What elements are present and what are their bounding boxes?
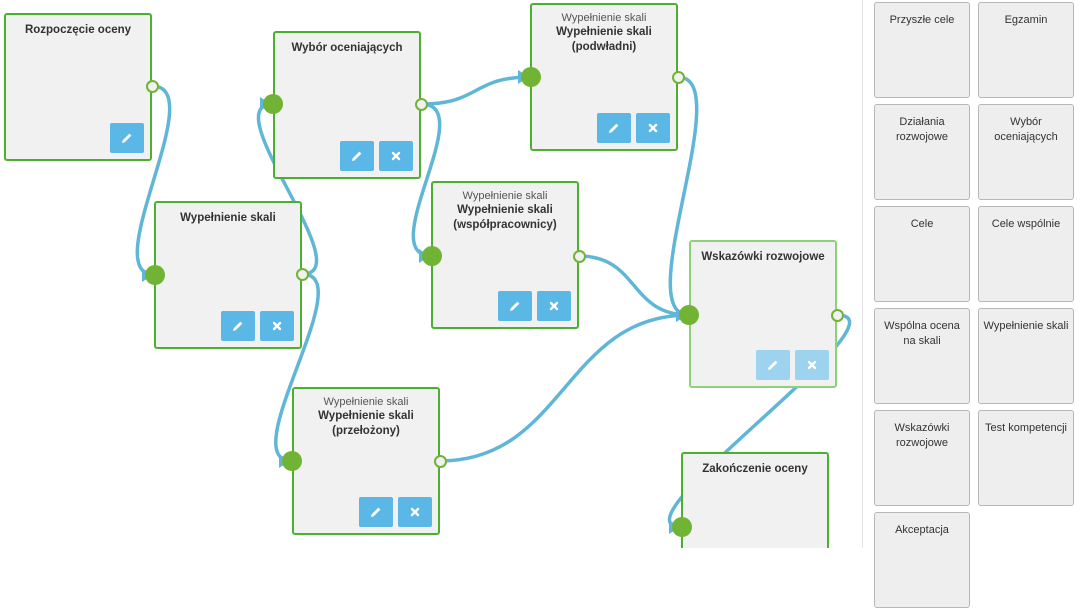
palette-item[interactable]: Cele [874,206,970,302]
input-port-fill-scale-subordinates[interactable] [521,67,541,87]
pencil-icon [767,359,779,371]
connection-fill-scale-to-choose-assessors[interactable] [256,102,319,276]
node-title: Rozpoczęcie oceny [24,24,132,36]
input-port-end[interactable] [672,517,692,537]
connection-fill-scale-to-fill-scale-superior[interactable] [274,272,320,463]
delete-button[interactable] [537,291,571,321]
palette-item[interactable]: Wspólna ocena na skali [874,308,970,404]
edit-button[interactable] [110,123,144,153]
connection-fill-scale-coworkers-to-dev-hints[interactable] [577,254,691,317]
output-port-fill-scale-subordinates[interactable] [671,70,685,84]
edit-button[interactable] [340,141,374,171]
palette-item-label: Cele [910,218,934,230]
palette-item-label: Wypełnienie skali [983,320,1069,332]
palette-item-label: Wspólna ocena na skali [884,320,960,347]
palette-item-label: Egzamin [1004,14,1048,26]
input-port-choose-assessors[interactable] [263,94,283,114]
connection-start-to-fill-scale[interactable] [135,84,172,277]
output-port-fill-scale-superior[interactable] [433,454,447,468]
node-fill-scale[interactable]: Wypełnienie skali [154,201,302,349]
x-icon [391,151,401,161]
node-title: Wybór oceniających [291,42,403,54]
node-subtitle: Wypełnienie skali [323,396,409,408]
pencil-icon [509,300,521,312]
input-port-dev-hints[interactable] [679,305,699,325]
connection-fill-scale-superior-to-dev-hints[interactable] [438,313,691,463]
output-port-start[interactable] [145,79,159,93]
x-icon [549,301,559,311]
connection-choose-assessors-to-fill-scale-coworkers[interactable] [411,102,442,258]
output-port-dev-hints[interactable] [830,308,844,322]
palette-item[interactable]: Test kompetencji [978,410,1074,506]
x-icon [410,507,420,517]
palette-item-label: Wskazówki rozwojowe [894,422,950,449]
edit-button[interactable] [221,311,255,341]
delete-button[interactable] [379,141,413,171]
node-title: Wypełnienie skali (przełożony) [318,410,414,437]
node-title: Zakończenie oceny [702,463,808,475]
pencil-icon [121,132,133,144]
palette-item[interactable]: Wypełnienie skali [978,308,1074,404]
node-start[interactable]: Rozpoczęcie oceny [4,13,152,161]
connection-dev-hints-to-end[interactable] [667,313,852,529]
input-port-fill-scale-coworkers[interactable] [422,246,442,266]
output-port-fill-scale-coworkers[interactable] [572,249,586,263]
output-port-choose-assessors[interactable] [414,97,428,111]
palette-item[interactable]: Przyszłe cele [874,2,970,98]
node-title: Wypełnienie skali [180,212,276,224]
node-choose-assessors[interactable]: Wybór oceniających [273,31,421,179]
edit-button[interactable] [498,291,532,321]
node-title: Wskazówki rozwojowe [701,251,825,263]
x-icon [648,123,658,133]
palette-item-label: Akceptacja [895,524,949,536]
node-dev-hints[interactable]: Wskazówki rozwojowe [689,240,837,388]
delete-button[interactable] [398,497,432,527]
connection-fill-scale-subordinates-to-dev-hints[interactable] [668,75,699,317]
palette-item[interactable]: Akceptacja [874,512,970,608]
palette-item[interactable]: Egzamin [978,2,1074,98]
palette-item[interactable]: Wybór oceniających [978,104,1074,200]
input-port-fill-scale[interactable] [145,265,165,285]
palette-item[interactable]: Cele wspólnie [978,206,1074,302]
input-port-fill-scale-superior[interactable] [282,451,302,471]
node-title: Wypełnienie skali (współpracownicy) [453,204,557,231]
output-port-fill-scale[interactable] [295,267,309,281]
pencil-icon [370,506,382,518]
x-icon [272,321,282,331]
pencil-icon [232,320,244,332]
palette-item[interactable]: Wskazówki rozwojowe [874,410,970,506]
node-subtitle: Wypełnienie skali [462,190,548,202]
palette-item-label: Wybór oceniających [994,116,1058,143]
node-end[interactable]: Zakończenie oceny [681,452,829,548]
edit-button[interactable] [359,497,393,527]
connection-choose-assessors-to-fill-scale-subordinates[interactable] [419,75,533,106]
delete-button[interactable] [260,311,294,341]
pencil-icon [608,122,620,134]
palette-item-label: Cele wspólnie [991,218,1061,230]
palette-item[interactable]: Działania rozwojowe [874,104,970,200]
edit-button[interactable] [597,113,631,143]
palette-item-label: Test kompetencji [985,422,1067,434]
delete-button[interactable] [795,350,829,380]
edit-button[interactable] [756,350,790,380]
palette-item-label: Działania rozwojowe [896,116,948,143]
x-icon [807,360,817,370]
pencil-icon [351,150,363,162]
delete-button[interactable] [636,113,670,143]
palette-item-label: Przyszłe cele [889,14,955,26]
node-subtitle: Wypełnienie skali [561,12,647,24]
node-title: Wypełnienie skali (podwładni) [556,26,652,53]
